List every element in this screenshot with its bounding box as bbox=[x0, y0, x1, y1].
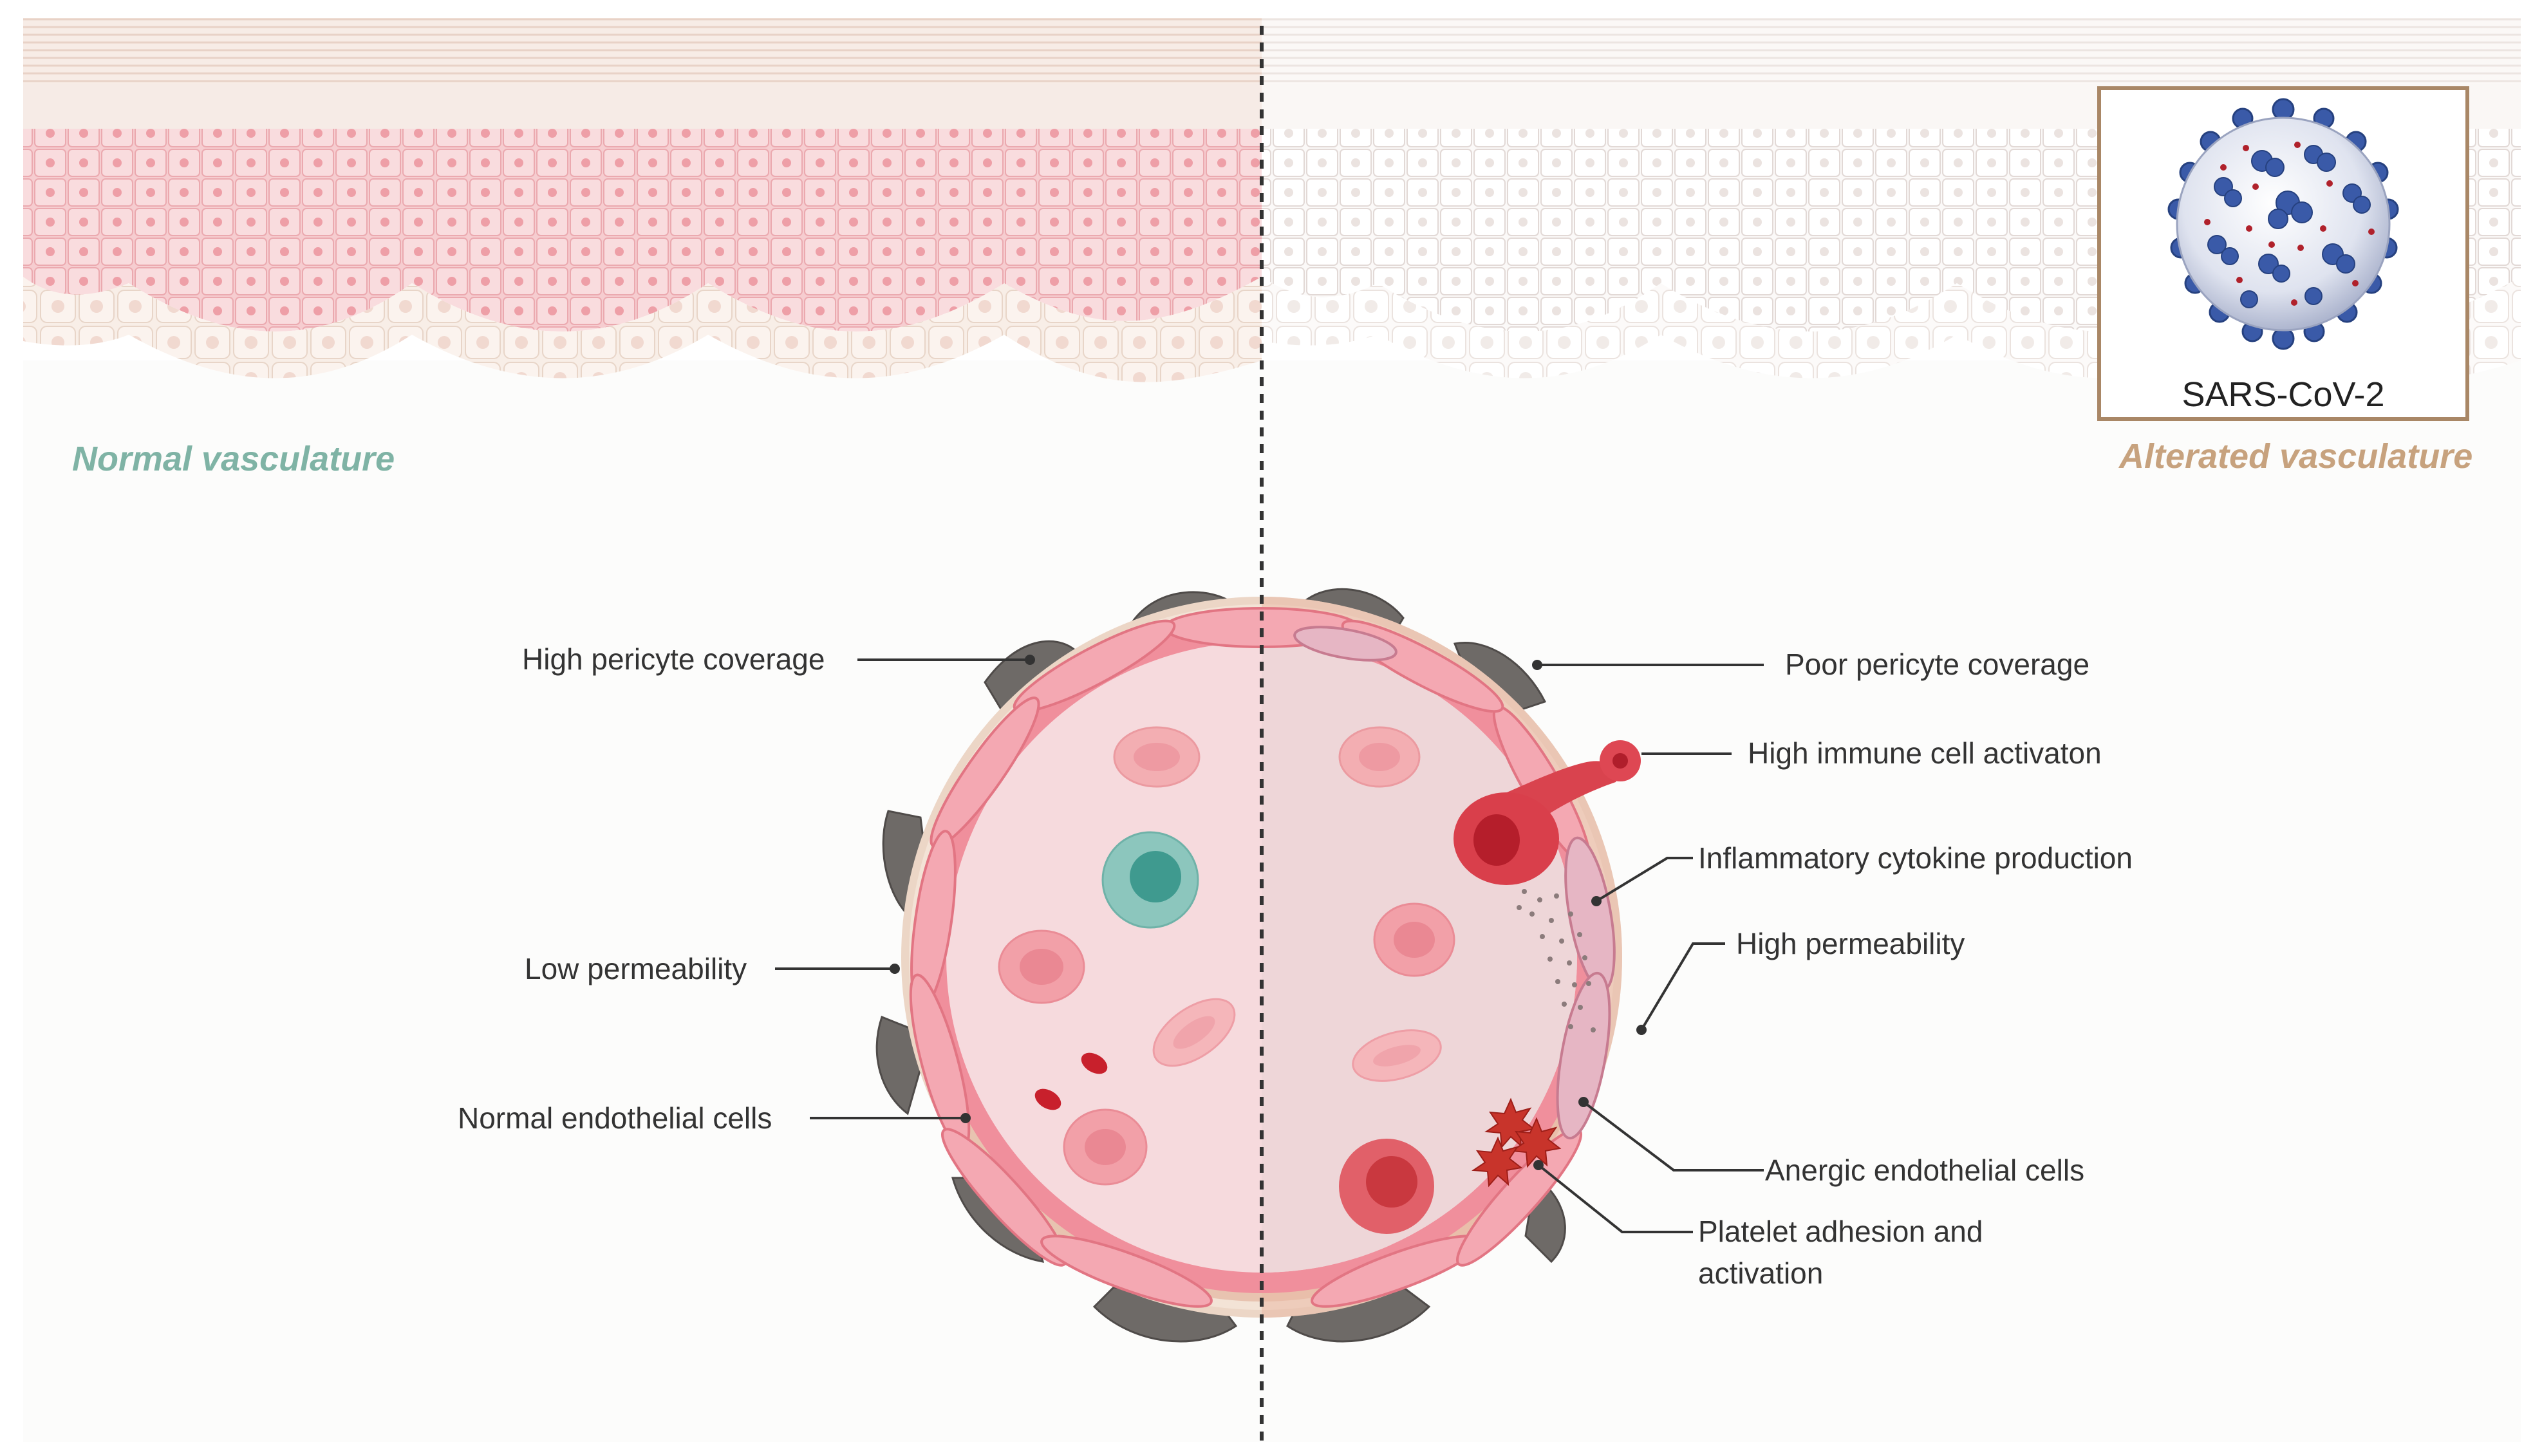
label-inflammatory-cytokine-production: Inflammatory cytokine production bbox=[1698, 841, 2133, 875]
surface-proteins bbox=[2207, 145, 2371, 308]
red-blood-cells bbox=[998, 726, 1455, 1186]
activated-platelets bbox=[1472, 1097, 1562, 1188]
label-high-permeability: High permeability bbox=[1736, 927, 1965, 960]
normal-vasculature-title: Normal vasculature bbox=[72, 440, 395, 478]
label-low-permeability: Low permeability bbox=[525, 952, 747, 985]
label-anergic-endothelial-cells: Anergic endothelial cells bbox=[1765, 1153, 2085, 1187]
label-normal-endothelial-cells: Normal endothelial cells bbox=[458, 1101, 772, 1135]
virus-icon bbox=[2167, 98, 2399, 350]
cytokine-particles bbox=[1517, 889, 1596, 1032]
normal-tissue-layer bbox=[23, 18, 1262, 382]
sars-cov-2-inset: SARS-CoV-2 bbox=[2097, 86, 2469, 421]
vessel-cross-section bbox=[875, 588, 1641, 1343]
virus-label: SARS-CoV-2 bbox=[2182, 375, 2385, 414]
label-platelet-adhesion-line1: Platelet adhesion and bbox=[1698, 1215, 1983, 1248]
infected-cell bbox=[1339, 1139, 1434, 1234]
white-blood-cell bbox=[1101, 831, 1199, 929]
label-high-immune-cell-activation: High immune cell activaton bbox=[1748, 736, 2102, 770]
label-platelet-adhesion-line2: activation bbox=[1698, 1256, 1824, 1290]
altered-vasculature-title: Alterated vasculature bbox=[2119, 437, 2473, 476]
activated-immune-cell bbox=[1453, 740, 1641, 885]
label-high-pericyte-coverage: High pericyte coverage bbox=[522, 642, 825, 676]
label-poor-pericyte-coverage: Poor pericyte coverage bbox=[1785, 648, 2090, 681]
anergic-endothelial-cells bbox=[1293, 626, 1616, 1140]
leader-lines bbox=[775, 655, 1764, 1233]
membrane-proteins bbox=[2204, 142, 2375, 306]
